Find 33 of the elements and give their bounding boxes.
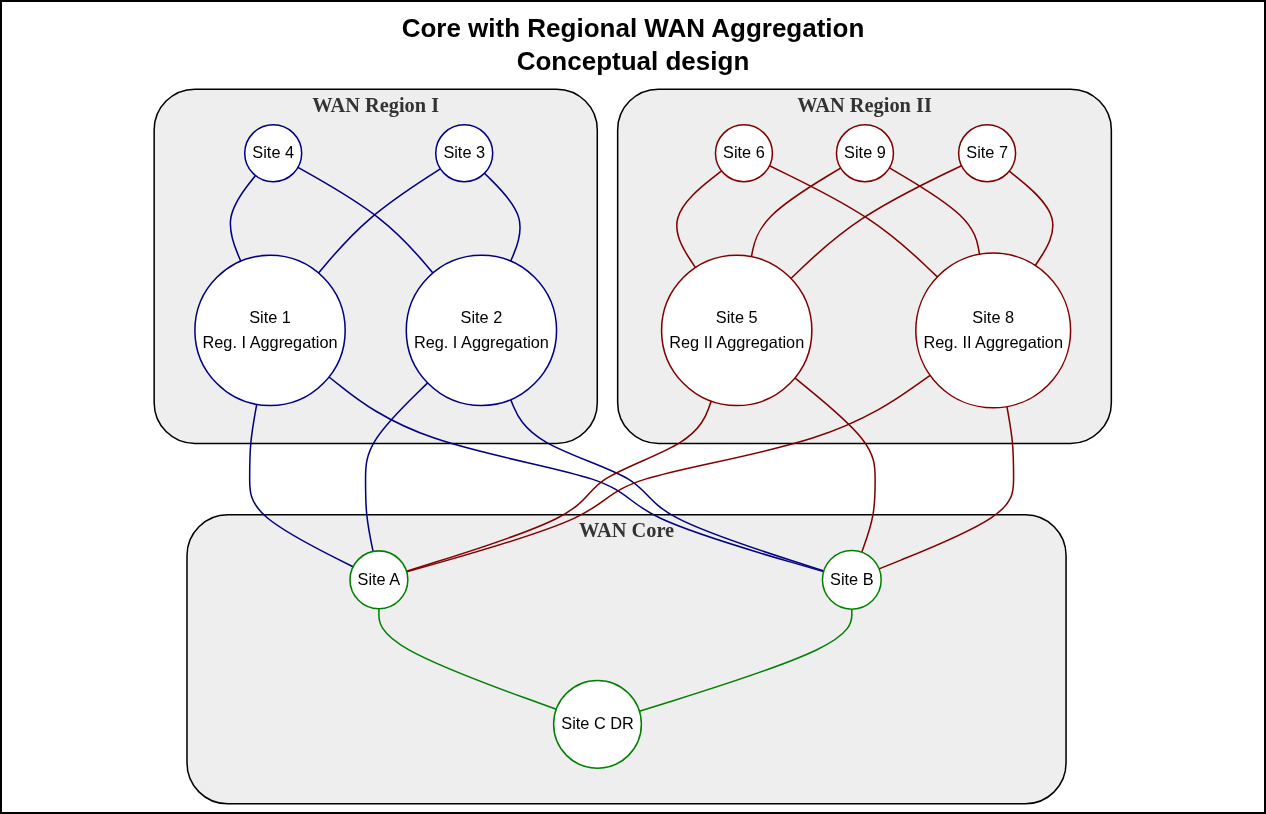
- connector: [318, 168, 442, 274]
- connector: [297, 166, 434, 274]
- connector: [510, 398, 825, 572]
- node-circle: Site 8 Reg. II Aggregation: [915, 252, 1072, 409]
- connector: [328, 376, 825, 573]
- connector: [406, 374, 932, 573]
- connector: [794, 377, 877, 553]
- connector: [790, 164, 963, 280]
- connector: [378, 607, 558, 711]
- node-circle: Site 3: [435, 124, 494, 183]
- node-circle: Site 7: [958, 124, 1017, 183]
- node-circle: Site 2 Reg. I Aggregation: [405, 254, 558, 407]
- connector: [1008, 170, 1054, 267]
- node-circle: Site C DR: [553, 679, 643, 769]
- connector: [676, 170, 723, 269]
- node-circle: Site B: [821, 549, 883, 610]
- connector: [365, 382, 429, 553]
- node-circle: Site 5 Reg II Aggregation: [661, 254, 813, 407]
- node-circle: Site 9: [835, 124, 895, 183]
- node-circle: Site 4: [244, 124, 303, 183]
- connector: [769, 165, 939, 278]
- node-circle: Site 6: [714, 124, 774, 183]
- connector: [878, 405, 1015, 570]
- diagram-title: Core with Regional WAN Aggregation Conceptual design: [400, 12, 866, 77]
- connector: [483, 172, 522, 262]
- node-circle: Site A: [349, 550, 409, 610]
- connector: [888, 167, 981, 256]
- connector: [638, 608, 853, 712]
- connector: [229, 174, 257, 262]
- connector: [750, 167, 842, 258]
- connector: [249, 403, 355, 568]
- node-circle: Site 1 Reg. I Aggregation: [194, 254, 347, 407]
- connector: [406, 400, 713, 572]
